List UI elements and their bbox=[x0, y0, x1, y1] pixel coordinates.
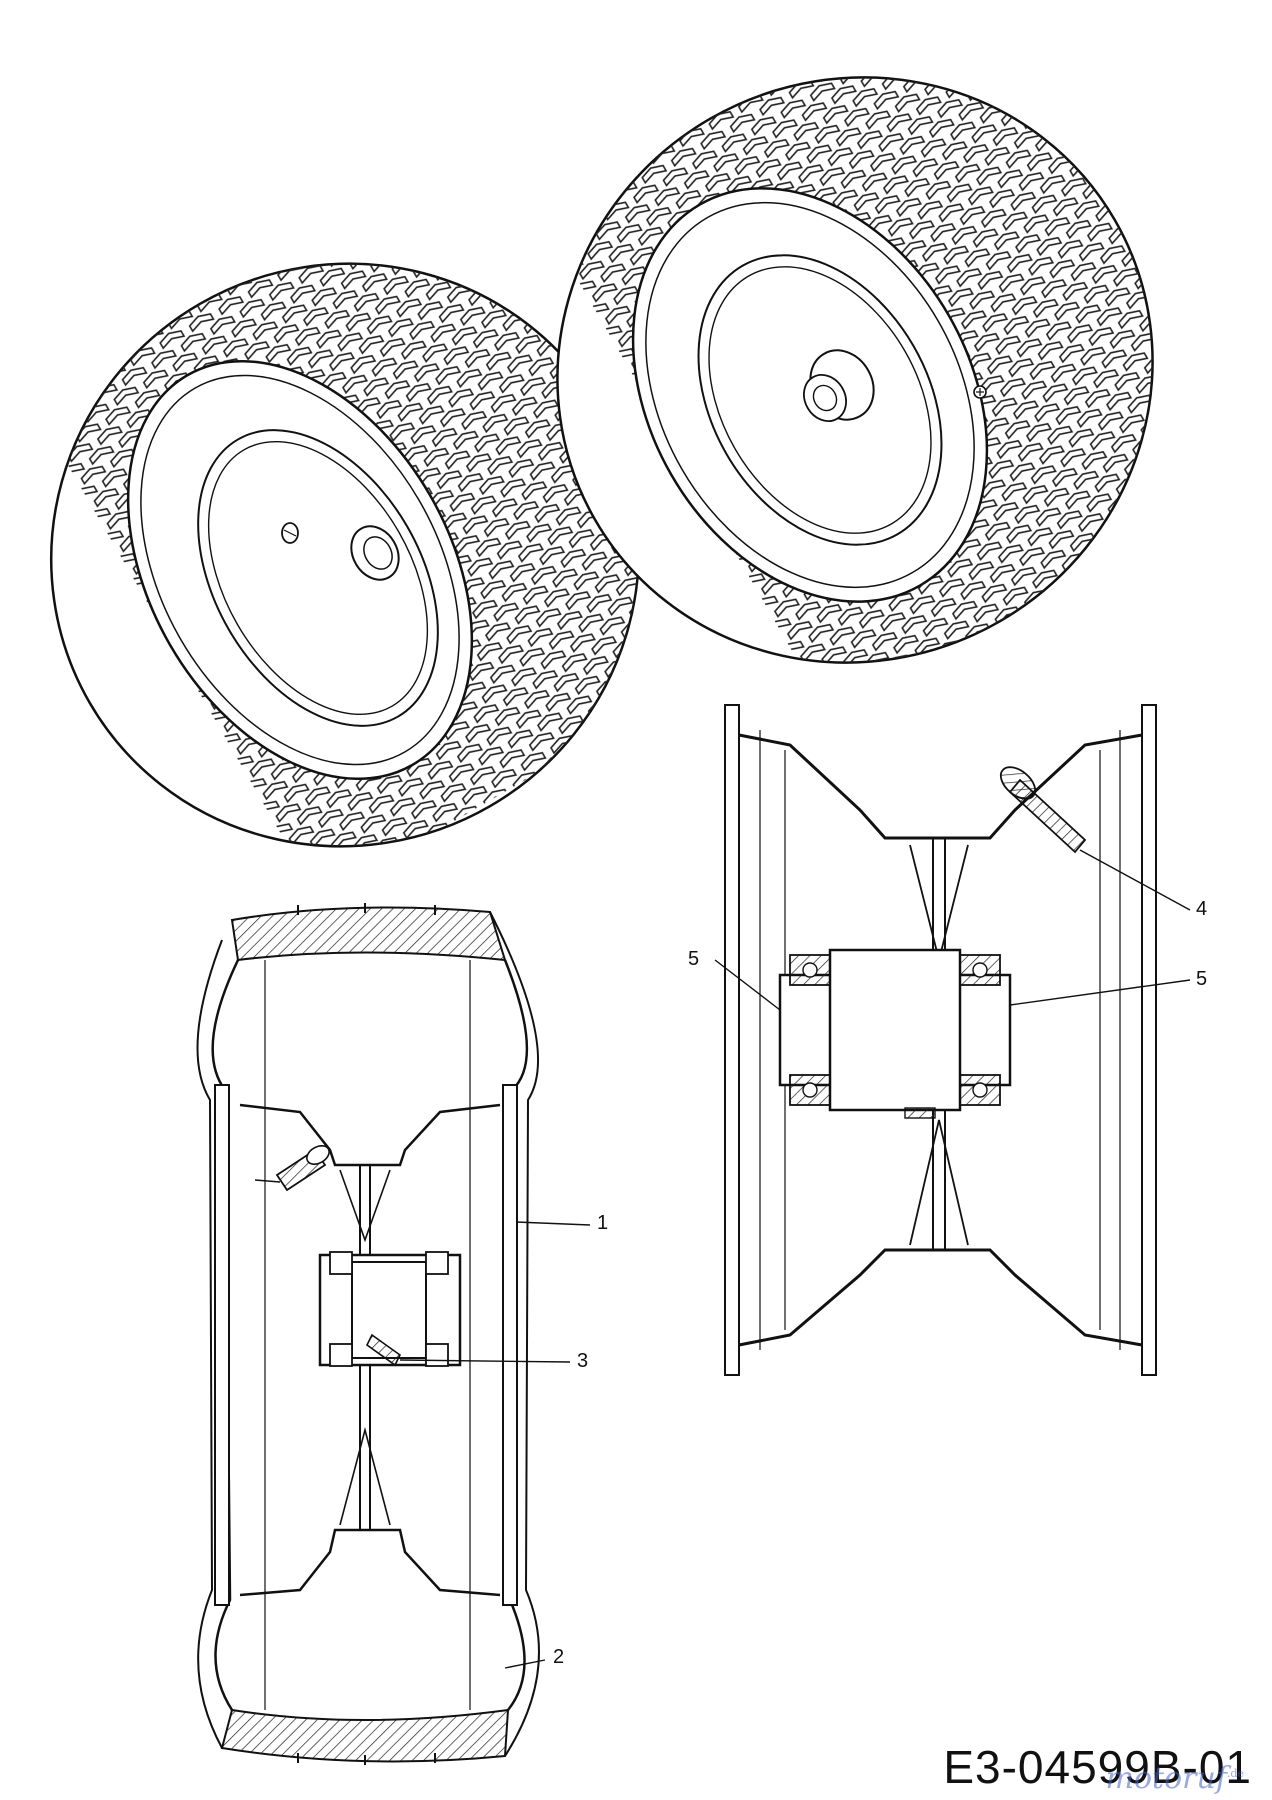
hub-icon bbox=[803, 349, 875, 422]
tire-section-bottom bbox=[220, 1708, 510, 1763]
callout-3: 3 bbox=[577, 1350, 589, 1372]
callout-1: 1 bbox=[597, 1212, 609, 1234]
callout-5-right: 5 bbox=[1196, 968, 1208, 990]
watermark-text: motoruf bbox=[1105, 1761, 1227, 1796]
bearing-icon bbox=[789, 954, 1001, 1106]
tire-rim-section-view bbox=[196, 903, 540, 1765]
tire-section-top bbox=[230, 906, 507, 962]
valve-stem-icon bbox=[973, 385, 987, 399]
valve-stem-icon bbox=[281, 522, 299, 544]
valve-stem-icon bbox=[999, 766, 1087, 854]
leader-lines bbox=[399, 849, 1191, 1669]
callout-4: 4 bbox=[1196, 898, 1208, 920]
drawing-code: E3-04599B-01 bbox=[943, 1741, 1252, 1793]
callout-2: 2 bbox=[553, 1646, 565, 1668]
valve-stem-icon bbox=[254, 1145, 330, 1192]
watermark-logo: motoruf.de bbox=[1106, 1761, 1244, 1796]
callout-5-left: 5 bbox=[688, 948, 700, 970]
hub-icon bbox=[350, 525, 400, 581]
watermark-suffix: .de bbox=[1226, 1767, 1244, 1780]
rim-section-view bbox=[724, 704, 1157, 1376]
grease-fitting-icon bbox=[365, 1333, 402, 1367]
grease-fitting-icon bbox=[904, 1107, 936, 1119]
